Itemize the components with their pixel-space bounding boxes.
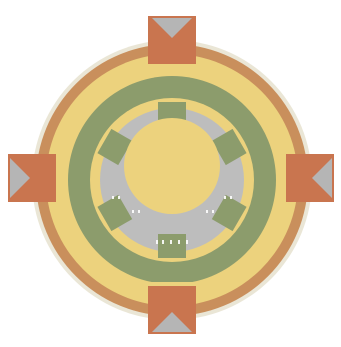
center-disc: [124, 118, 220, 214]
gate-top: [144, 16, 200, 68]
inner-block-3: [158, 234, 186, 258]
gate-bottom: [144, 282, 200, 334]
gate-right: [282, 150, 334, 206]
gate-left: [8, 150, 60, 206]
